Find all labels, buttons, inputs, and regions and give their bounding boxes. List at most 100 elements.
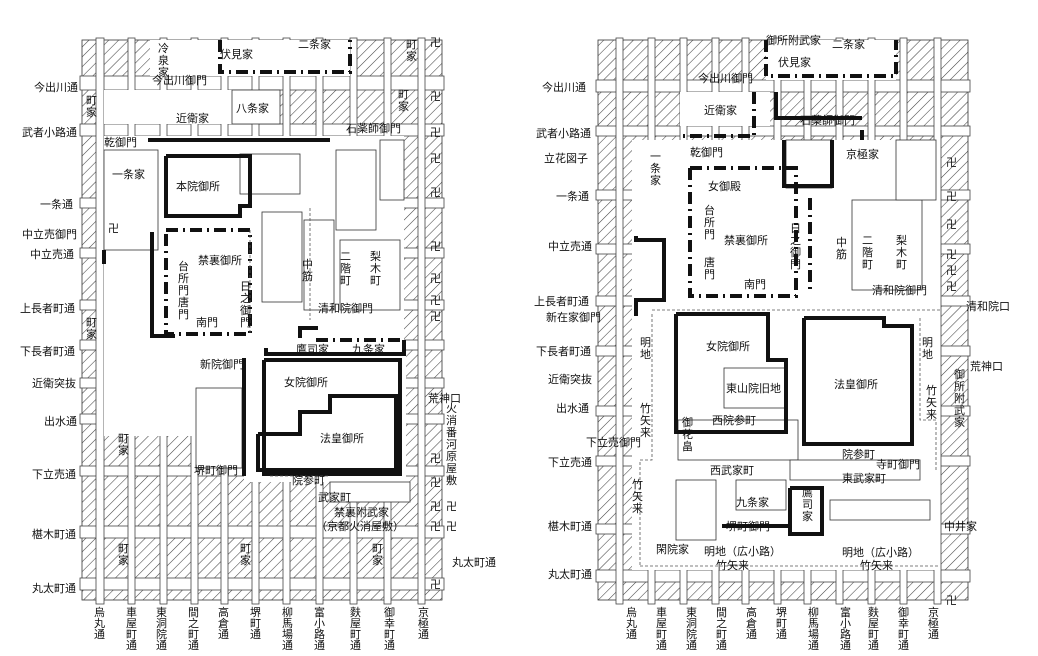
right-street-6: 新在家御門 [546, 310, 601, 324]
right-temples-temple-2: 卍 [946, 248, 957, 261]
left-takatsukasa: 鷹司家 [296, 342, 329, 356]
left-street-2: 一条通 [40, 197, 73, 211]
right-takeyarai-right: 竹矢来 [926, 383, 937, 421]
left-temples-temple-7: 卍 [430, 294, 441, 307]
left-bottom-5: 堺町通 [250, 606, 261, 641]
left-right-street-0: 荒神口 [428, 391, 461, 405]
left-machi-b3-text: 町家 [240, 542, 251, 567]
left-shinin-gate: 新院御門 [200, 357, 244, 371]
left-temples-temple-10: 卍 [430, 452, 441, 465]
right-takatsukasa-text: 鷹司家 [802, 485, 813, 523]
left-nashinokicho: 梨木町 [370, 249, 381, 287]
left-street-6: 下長者町通 [20, 345, 75, 358]
left-konoe: 近衛家 [176, 111, 209, 125]
left-minami-gate: 南門 [196, 316, 218, 329]
left-machi-b2-text: 町家 [118, 542, 129, 567]
left-hikeshi-text: 火消番河原屋敷 [446, 402, 457, 487]
right-takeyarai-left-text: 竹矢来 [640, 401, 651, 439]
left-temples-temple-1: 卍 [430, 90, 441, 103]
left-sakaimachi-gate: 堺町御門 [194, 463, 238, 477]
right-street-0: 今出川通 [542, 80, 586, 94]
left-temples-temple-4: 卍 [430, 186, 441, 199]
left-temples-temple-14: 卍 [446, 500, 457, 513]
right-kujo: 九条家 [736, 495, 769, 509]
right-street-11: 下立売通 [548, 455, 592, 469]
right-bottom-4: 高倉通 [746, 605, 757, 641]
right-street-9: 出水通 [556, 401, 589, 415]
right-daidokoro-gate-text: 台所門 [704, 203, 715, 241]
left-nyoin: 女院御所 [284, 375, 328, 389]
right-nyogo: 女御殿 [708, 179, 741, 193]
left-temples-temple-3: 卍 [430, 152, 441, 165]
right-inui-gate: 乾御門 [690, 145, 723, 159]
left-hoo: 法皇御所 [320, 431, 364, 445]
left-hinomikado: 日之御門 [240, 280, 251, 329]
right-nikaicho-text: 二階町 [862, 234, 873, 271]
right-street-4: 中立売通 [548, 239, 592, 253]
left-machi-right: 町家 [398, 88, 409, 113]
right-akichi-hiro-l: 明地（広小路） [704, 545, 781, 558]
right-nishi-bukecho: 西武家町 [710, 463, 754, 477]
right-akichi-hiro-r: 明地（広小路） [842, 546, 919, 559]
right-temples-temple-6: 卍 [946, 156, 957, 169]
right-street-12: 椹木町通 [548, 520, 592, 533]
left-machi-top: 町家 [406, 38, 417, 63]
left-daidokoro-gate: 台所門 [178, 259, 189, 297]
left-reizei: 冷泉家 [158, 42, 169, 79]
right-labels: 今出川通 武者小路通 立花図子 一条通 中立売通 上長者町通 新在家御門 下長者… [534, 33, 1010, 652]
right-takatsukasa: 鷹司家 [802, 485, 813, 523]
right-bottom-0: 烏丸通 [626, 605, 637, 641]
left-nashinokicho-text: 梨木町 [370, 249, 381, 287]
right-bottom-1: 車屋町通 [656, 605, 667, 652]
right-bottom-5: 堺町通 [776, 606, 787, 641]
left-kinri-buke: 禁裏附武家 [334, 505, 389, 519]
left-ichijo: 一条家 [112, 167, 145, 181]
right-gokadan: 御花畠 [682, 415, 693, 453]
left-kinri-buke-note: （京都火消屋敷） [316, 519, 404, 533]
left-bottom-6: 柳馬場通 [282, 605, 293, 652]
left-bottom-1: 車屋町通 [126, 605, 137, 652]
right-bottom-8: 麩屋町通 [868, 606, 879, 652]
left-seiwain-gate: 清和院御門 [318, 301, 373, 315]
left-temples-temple-2: 卍 [430, 126, 441, 139]
left-street-4: 中立売通 [30, 247, 74, 261]
left-nikaicho: 二階町 [340, 250, 351, 287]
right-top-gate: 御所附武家 [766, 33, 821, 47]
left-bottom-2: 東洞院通 [156, 606, 167, 652]
right-street-8: 近衛突抜 [548, 372, 592, 386]
left-nikaicho-text: 二階町 [340, 250, 351, 287]
left-map-dotted [249, 208, 330, 477]
right-bottom-9: 御幸町通 [898, 605, 909, 652]
right-teramachi-gate: 寺町御門 [876, 457, 920, 471]
right-bottom-6: 柳馬場通 [808, 605, 819, 652]
left-right-street-1: 丸太町通 [452, 556, 496, 569]
right-takeyarai-bl: 竹矢来 [716, 558, 749, 572]
right-nyoin: 女院御所 [706, 339, 750, 353]
left-street-10: 椹木町通 [32, 528, 76, 541]
right-takeyarai-right-text: 竹矢来 [926, 383, 937, 421]
left-temples-temple-5: 卍 [430, 240, 441, 253]
right-konoe: 近衛家 [704, 103, 737, 117]
left-machi-b3: 町家 [240, 542, 251, 567]
right-ichijo: 一条家 [650, 150, 661, 187]
right-kara-gate-text: 唐門 [704, 255, 715, 281]
left-machi-left-text: 町家 [86, 94, 97, 119]
right-takeyarai-left: 竹矢来 [640, 401, 651, 439]
left-temples-temple-15: 卍 [446, 520, 457, 533]
left-machi-b1: 町家 [118, 432, 129, 457]
left-street-7: 近衛突抜 [32, 376, 76, 390]
left-temples-temple-0: 卍 [430, 36, 441, 49]
right-temples-temple-0: 卍 [946, 190, 957, 203]
left-daidokoro-gate-text: 台所門 [178, 259, 189, 297]
right-temples-temple-1: 卍 [946, 218, 957, 231]
right-akichi-right: 明地 [922, 336, 933, 361]
left-ishiyakushi-gate: 石薬師御門 [346, 121, 401, 135]
right-street-13: 丸太町通 [548, 568, 592, 581]
left-nijo: 二条家 [298, 37, 331, 51]
left-machi-b1-text: 町家 [118, 432, 129, 457]
right-insancho: 院参町 [842, 447, 875, 461]
left-bottom-7: 富小路通 [314, 605, 325, 652]
right-daidokoro-gate: 台所門 [704, 203, 715, 241]
